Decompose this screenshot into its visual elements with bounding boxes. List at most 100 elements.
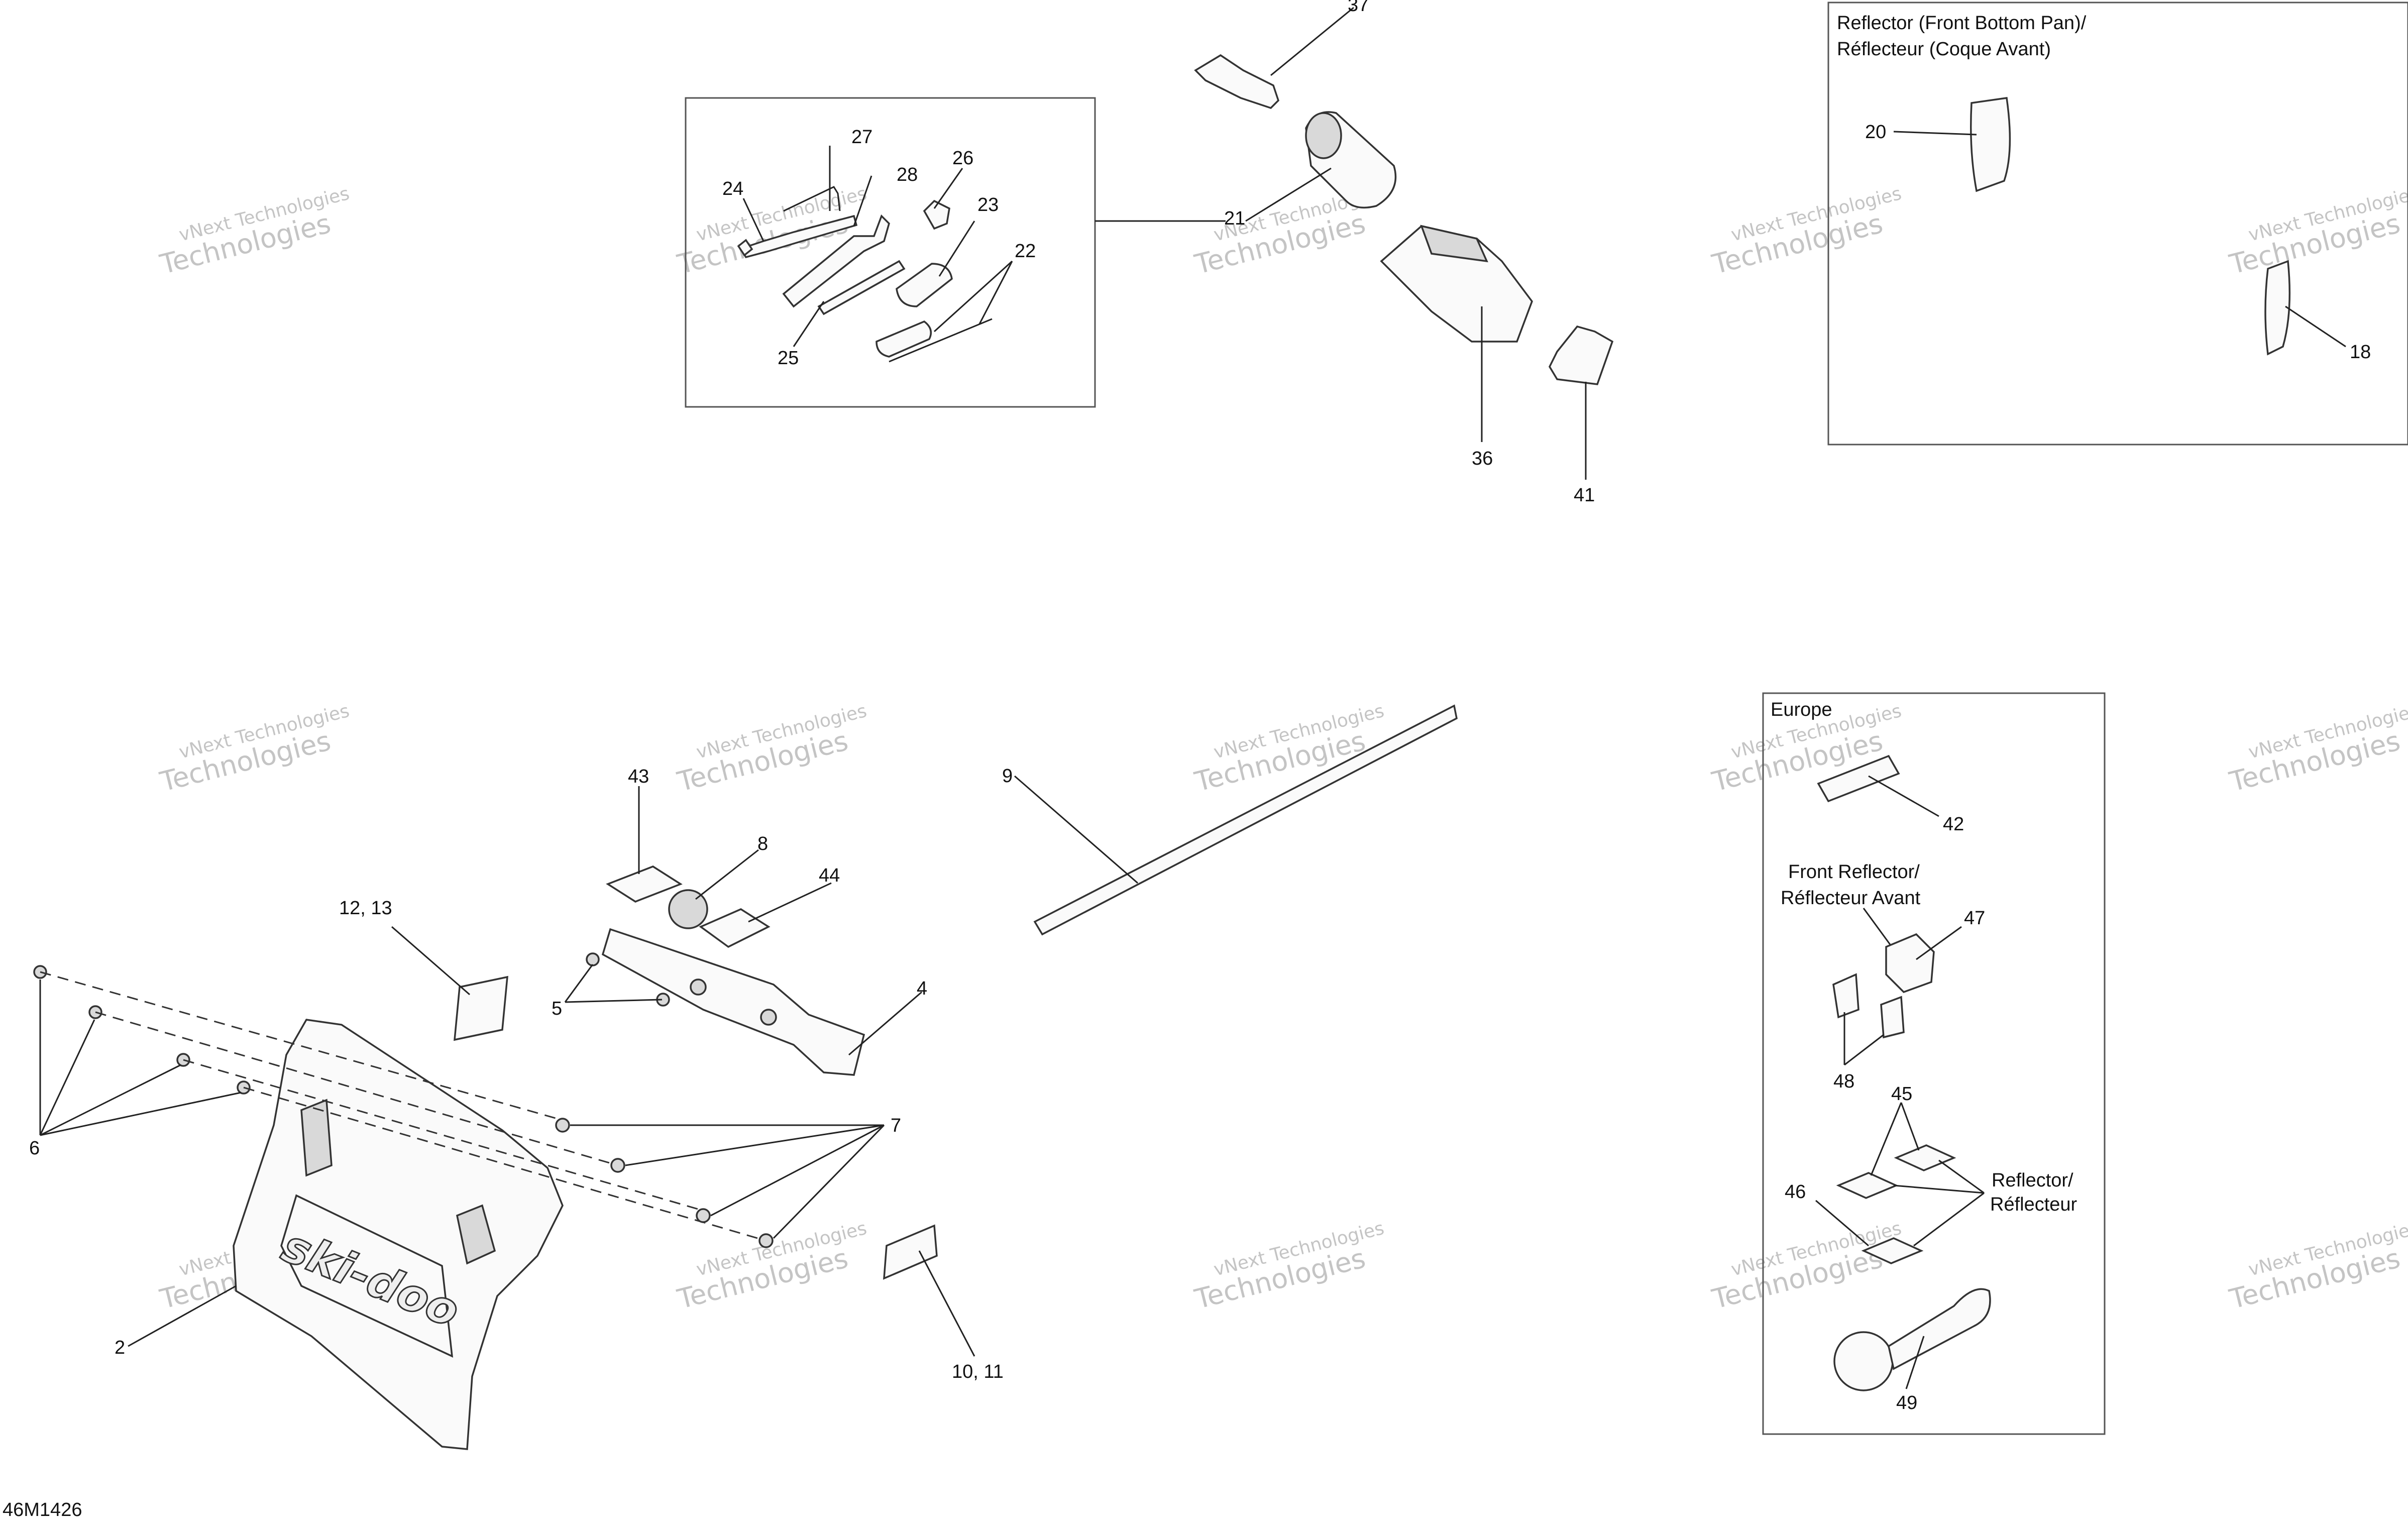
leader-2: [128, 1285, 237, 1347]
leader-7b: [625, 1124, 885, 1166]
callout-26: 26: [952, 148, 973, 169]
callout-18: 18: [2350, 342, 2371, 363]
leader-4: [848, 991, 922, 1056]
watermark: vNext Technologies Technologies: [157, 701, 352, 798]
watermark: vNext Technologies Technologies: [1191, 1218, 1386, 1316]
leader-8: [695, 849, 759, 900]
leader-45a: [1870, 1102, 1902, 1176]
horn-bell-part: [1888, 1288, 1991, 1370]
storage-parts-group: 37 21 36 41: [1194, 0, 1614, 506]
leader-6c: [40, 1064, 181, 1136]
nut-part: [610, 1158, 625, 1173]
watermark: vNext Technologies Technologies: [2226, 701, 2408, 798]
callout-12-13: 12, 13: [339, 898, 392, 919]
watermark: vNext Technologies Technologies: [1191, 701, 1386, 798]
leader-48b: [1844, 1034, 1884, 1066]
leader-24: [742, 198, 764, 242]
leader-reflector-c: [1913, 1192, 1985, 1247]
callout-36: 36: [1472, 448, 1493, 469]
nut-part: [758, 1233, 774, 1248]
callout-8: 8: [757, 833, 768, 854]
callout-48: 48: [1833, 1071, 1854, 1092]
leader-6b: [39, 1019, 95, 1136]
front-assembly-group: 9 43 8 44 4 5 12, 13 ski-doo: [29, 704, 1458, 1450]
bracket-hole: [690, 979, 707, 996]
reflector-bracket-part: [1832, 973, 1859, 1019]
callout-7: 7: [891, 1115, 901, 1136]
callout-47: 47: [1964, 908, 1985, 929]
callout-43: 43: [628, 766, 649, 787]
callout-28: 28: [897, 164, 918, 185]
leader-26: [933, 168, 963, 209]
leader-18: [2285, 305, 2346, 348]
leader-25: [793, 301, 825, 347]
bumper-logo-area: [280, 1194, 454, 1358]
callout-49: 49: [1896, 1392, 1917, 1414]
leader-21: [1245, 167, 1332, 222]
tool-bag-end: [1305, 112, 1342, 159]
label-part: [1549, 325, 1614, 385]
clip-part: [923, 199, 950, 230]
callout-42: 42: [1943, 814, 1964, 835]
leader-42: [1868, 775, 1939, 817]
trim-strip-part: [1033, 704, 1458, 936]
leader-5b: [565, 999, 663, 1003]
reflector-pan-title-line2: Réflecteur (Coque Avant): [1837, 39, 2051, 60]
handle-part: [817, 260, 906, 315]
leader-7d: [773, 1124, 885, 1239]
callout-41: 41: [1574, 485, 1595, 506]
reflector-part-20: [1970, 97, 2011, 192]
leader-49: [1905, 1336, 1925, 1389]
reflector-patch-part: [1836, 1172, 1899, 1199]
callout-9: 9: [1002, 766, 1013, 787]
callout-37: 37: [1348, 0, 1369, 16]
front-reflector-part: [1885, 933, 1935, 994]
callout-45: 45: [1891, 1083, 1912, 1105]
horn-bulb-part: [1833, 1331, 1894, 1391]
leader-37: [1270, 7, 1354, 76]
reflector-bracket-part: [1880, 996, 1905, 1039]
leader-22a: [933, 260, 1013, 333]
emblem-part: [668, 889, 708, 929]
watermark: vNext Technologies Technologies: [674, 701, 869, 798]
callout-22: 22: [1015, 241, 1036, 262]
leader-7c: [710, 1124, 885, 1217]
callout-21: 21: [1224, 208, 1245, 229]
tool-kit-frame: [685, 97, 1096, 408]
wrench-part: [739, 214, 858, 259]
reflector-part-18: [2264, 260, 2291, 356]
callout-23: 23: [977, 194, 999, 215]
leader-front-reflector: [1863, 908, 1895, 950]
reflector-patch-part: [1861, 1237, 1924, 1264]
drawing-number: 46M1426: [3, 1499, 82, 1520]
europe-group: Europe 42 Front Reflector/ Réflecteur Av…: [1762, 692, 2106, 1435]
watermark: vNext Technologies Technologies: [157, 183, 352, 281]
leader-reflector-b: [1938, 1159, 1985, 1194]
bracket-hole: [760, 1009, 777, 1026]
support-bracket-part: [601, 928, 865, 1076]
decal-part-44: [699, 908, 771, 948]
ce-plate-part: [1817, 754, 1900, 803]
assembly-line: [243, 1086, 767, 1242]
callout-2: 2: [115, 1337, 125, 1358]
nut-part: [696, 1208, 711, 1223]
callout-46: 46: [1785, 1181, 1806, 1203]
leader-12-13: [391, 926, 470, 996]
leader-20: [1893, 131, 1977, 136]
leader-22b: [978, 261, 1013, 324]
reflector-caption-line2: Réflecteur: [1990, 1194, 2077, 1215]
leader-23: [938, 221, 975, 277]
callout-6: 6: [29, 1138, 40, 1159]
leader-46: [1815, 1200, 1869, 1247]
screwdriver-shaft: [889, 318, 993, 363]
reflector-pan-frame: [1827, 2, 2408, 446]
leader-45b: [1900, 1102, 1920, 1151]
watermark: vNext Technologies Technologies: [1709, 1218, 1904, 1316]
nut-part: [555, 1118, 570, 1133]
assembly-line: [95, 1011, 618, 1166]
callout-4: 4: [917, 978, 927, 999]
front-bumper-panel: [233, 1019, 564, 1450]
decal-part-10-11: [883, 1224, 938, 1280]
watermark: vNext Technologies Technologies: [1709, 183, 1904, 281]
